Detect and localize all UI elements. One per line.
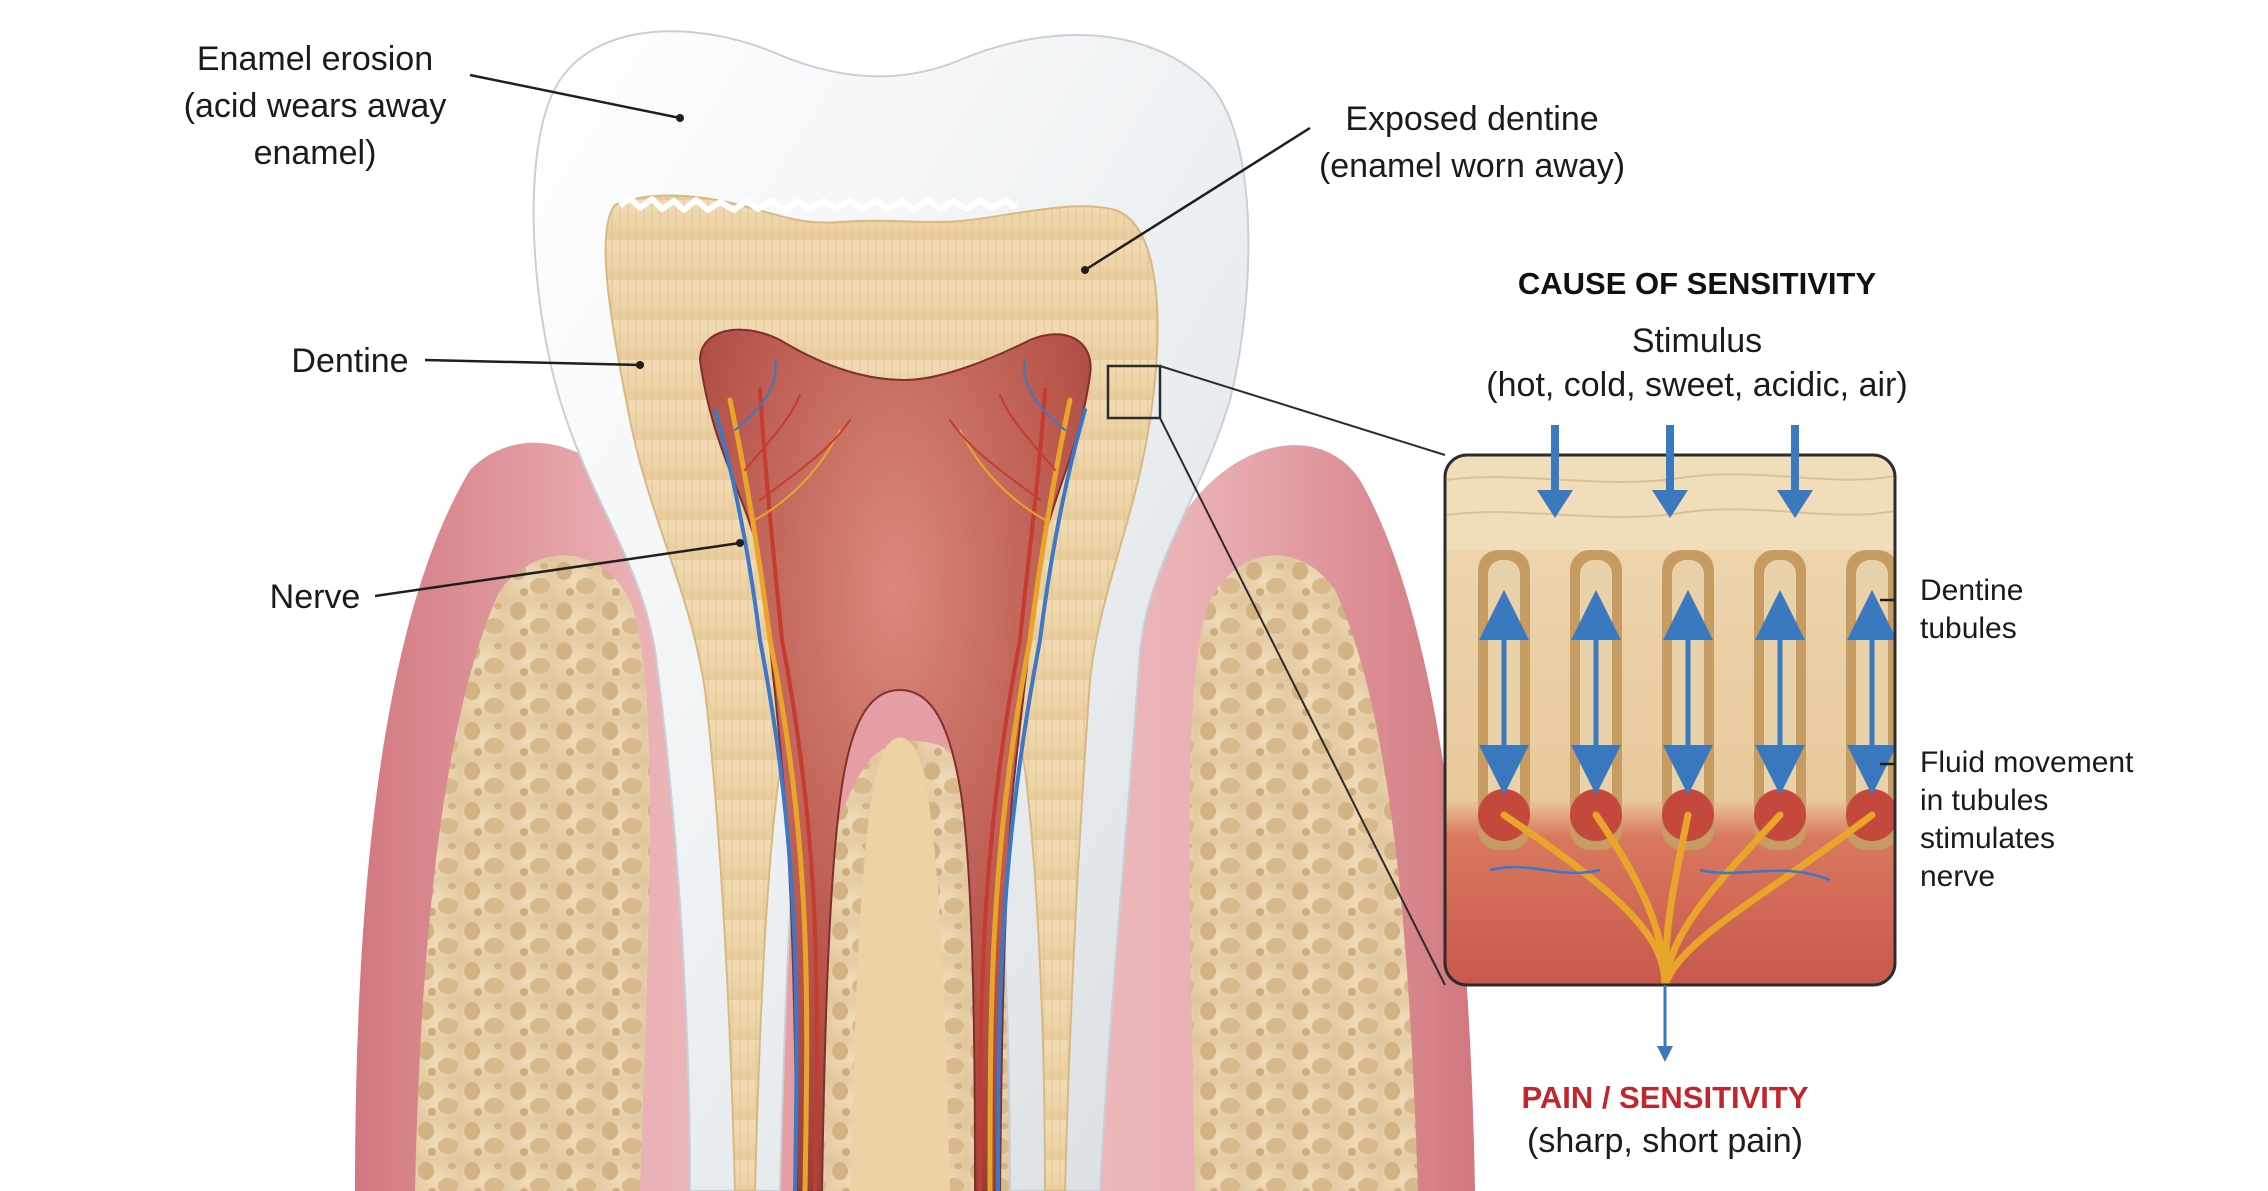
fluid-arrows xyxy=(1479,590,1895,795)
label-stimulus: Stimulus (hot, cold, sweet, acidic, air) xyxy=(1486,322,1907,404)
leader-dots xyxy=(636,114,1089,547)
exposed-dentine-line2: (enamel worn away) xyxy=(1319,147,1625,185)
pulp-nerves xyxy=(713,359,1087,1191)
label-nerve: Nerve xyxy=(270,578,361,616)
enamel-erosion-line3: enamel) xyxy=(254,134,377,172)
bone-right xyxy=(1189,555,1418,1191)
label-fluid-movement: Fluid movement in tubules stimulates ner… xyxy=(1920,746,2134,893)
pain-sensitivity-detail: (sharp, short pain) xyxy=(1527,1122,1803,1160)
pain-arrow xyxy=(1657,985,1673,1062)
stimulus-line1: Stimulus xyxy=(1632,322,1762,360)
fluid-movement-line3: stimulates xyxy=(1920,822,2055,855)
label-dentine-tubules: Dentine tubules xyxy=(1920,574,2023,645)
enamel-erosion-line1: Enamel erosion xyxy=(197,40,433,78)
enamel-erosion-edge xyxy=(618,195,1018,213)
fluid-movement-line4: nerve xyxy=(1920,860,1995,893)
stimulus-line2: (hot, cold, sweet, acidic, air) xyxy=(1486,366,1907,404)
cause-of-sensitivity-title: CAUSE OF SENSITIVITY xyxy=(1518,266,1877,301)
zoom-lines xyxy=(1159,365,1446,986)
label-enamel-erosion: Enamel erosion (acid wears away enamel) xyxy=(184,40,447,172)
dentine-tubules-line1: Dentine xyxy=(1920,574,2023,607)
inner-dentine xyxy=(850,737,950,1191)
pain-sensitivity-title: PAIN / SENSITIVITY xyxy=(1521,1080,1808,1115)
enamel-erosion-line2: (acid wears away xyxy=(184,87,447,125)
label-dentine: Dentine xyxy=(291,342,408,380)
bone-left xyxy=(415,555,650,1191)
tubule-inset xyxy=(1443,453,1897,987)
fluid-movement-line2: in tubules xyxy=(1920,784,2048,817)
dentine-tubules-line2: tubules xyxy=(1920,612,2017,645)
fluid-movement-line1: Fluid movement xyxy=(1920,746,2134,779)
leader-lines xyxy=(374,73,1895,766)
tooth xyxy=(532,30,1250,1191)
magnifier-square xyxy=(1106,364,1162,420)
stimulus-arrows xyxy=(1537,425,1813,518)
label-exposed-dentine: Exposed dentine (enamel worn away) xyxy=(1319,100,1625,185)
nerve-tree xyxy=(1500,811,1876,985)
exposed-dentine-line1: Exposed dentine xyxy=(1345,100,1598,138)
